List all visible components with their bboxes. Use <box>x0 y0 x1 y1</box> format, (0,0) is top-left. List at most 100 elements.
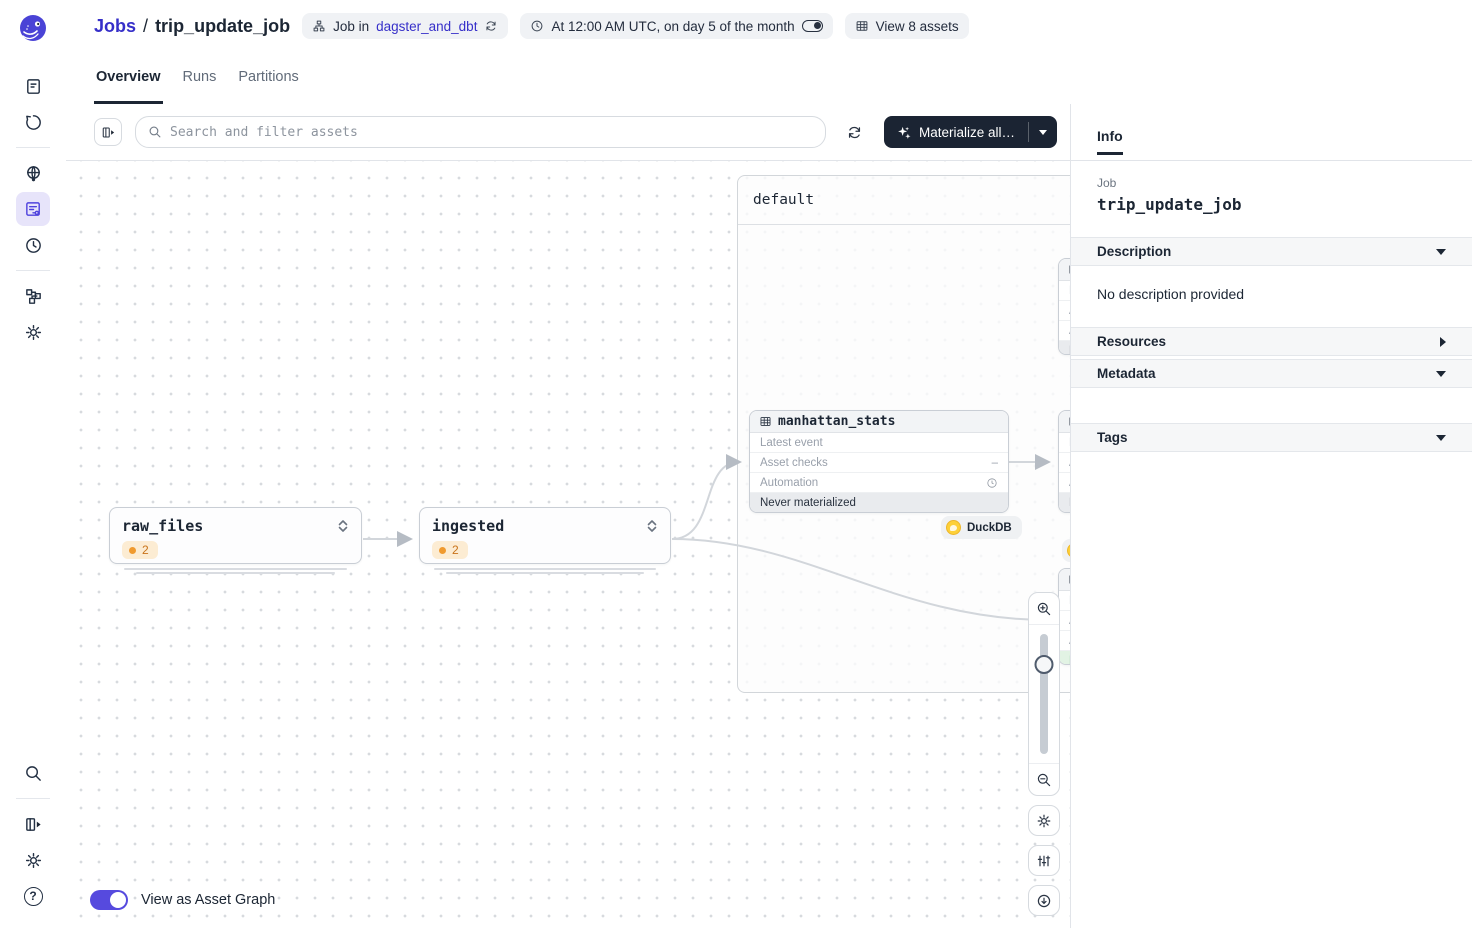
section-description[interactable]: Description <box>1071 237 1472 266</box>
job-kind-label: Job <box>1097 176 1117 190</box>
section-tags[interactable]: Tags <box>1071 423 1472 452</box>
info-panel: Info Job trip_update_job Description No … <box>1070 104 1472 928</box>
tab-runs[interactable]: Runs <box>182 69 217 85</box>
chevron-down-icon <box>1436 248 1446 255</box>
help-icon[interactable]: ? <box>16 879 50 913</box>
zoom-out-button[interactable] <box>1029 764 1059 795</box>
asset-node-title: manhattan_stats <box>778 414 896 429</box>
rail-divider <box>16 147 50 148</box>
table-icon <box>1068 573 1070 586</box>
stack-line <box>446 572 644 574</box>
status-dot-icon <box>129 546 136 554</box>
search-nav-icon[interactable] <box>16 756 50 790</box>
group-node-ingested[interactable]: ingested 2 <box>419 507 671 564</box>
zoom-slider[interactable] <box>1029 624 1059 764</box>
asset-node-partial-middle[interactable]: Latest event Asset checks Automation Nev… <box>1058 410 1070 513</box>
view-as-asset-graph-toggle[interactable] <box>90 890 128 910</box>
zoom-in-button[interactable] <box>1029 593 1059 624</box>
search-input[interactable] <box>170 124 813 140</box>
search-icon <box>148 125 162 139</box>
settings-nav-icon[interactable] <box>16 315 50 349</box>
asset-count-badge: 2 <box>432 541 468 559</box>
sparkle-icon <box>897 125 912 140</box>
chevron-down-icon <box>1039 129 1047 135</box>
preferences-gear-icon[interactable] <box>16 843 50 877</box>
materialize-all-label: Materialize all… <box>918 124 1015 140</box>
hierarchy-icon <box>312 19 326 33</box>
asset-search-box[interactable] <box>135 116 826 148</box>
breadcrumb-jobs-link[interactable]: Jobs <box>94 15 137 36</box>
job-summary: Job trip_update_job <box>1071 161 1472 237</box>
breadcrumb: Jobs / trip_update_job <box>94 16 290 37</box>
expand-collapse-icon[interactable] <box>646 519 658 533</box>
panel-right-icon <box>101 125 116 140</box>
asset-node-partial-top[interactable]: Latest event Asset checks Automation Nev… <box>1058 258 1070 355</box>
main-column: Jobs / trip_update_job Job in dagster_an… <box>66 0 1472 928</box>
asset-graph-canvas[interactable]: default <box>66 161 1070 928</box>
graph-toolbar: Materialize all… <box>66 104 1070 161</box>
section-metadata[interactable]: Metadata <box>1071 359 1472 388</box>
jobs-nav-icon[interactable] <box>16 192 50 226</box>
deployment-nav-icon[interactable] <box>16 156 50 190</box>
materialize-all-button[interactable]: Materialize all… <box>884 116 1028 148</box>
materialization-status: Never materialized <box>750 493 1008 512</box>
expand-collapse-icon[interactable] <box>337 519 349 533</box>
info-panel-header: Info <box>1071 104 1472 161</box>
button-divider <box>1028 122 1029 142</box>
table-icon <box>759 415 772 428</box>
materialize-split-button: Materialize all… <box>883 116 1057 148</box>
refresh-graph-button[interactable] <box>839 116 871 148</box>
collapse-sidebar-button[interactable] <box>94 118 122 146</box>
stack-line <box>136 572 335 574</box>
tab-bar: Overview Runs Partitions <box>66 52 1472 104</box>
runs-nav-icon[interactable] <box>16 105 50 139</box>
group-node-title: ingested <box>432 517 505 535</box>
refresh-icon <box>846 124 863 141</box>
view-assets-label: View 8 assets <box>875 18 959 34</box>
asset-count-badge: 2 <box>122 541 158 559</box>
view-assets-badge[interactable]: View 8 assets <box>844 13 969 39</box>
reload-icon[interactable] <box>484 19 498 33</box>
grid-icon <box>855 19 869 33</box>
materialize-dropdown-button[interactable] <box>1029 116 1057 148</box>
asset-checks-row: Asset checks– <box>750 453 1008 473</box>
asset-group-label: default <box>753 192 815 208</box>
asset-group-header[interactable]: default <box>738 176 1070 225</box>
graph-settings-button[interactable] <box>1028 805 1060 836</box>
latest-event-row: Latest event <box>750 433 1008 453</box>
clock-icon <box>986 477 998 489</box>
expand-panel-icon[interactable] <box>16 807 50 841</box>
schedule-badge[interactable]: At 12:00 AM UTC, on day 5 of the month <box>520 13 833 39</box>
schedules-nav-icon[interactable] <box>16 228 50 262</box>
graph-controls <box>1028 592 1060 916</box>
view-toggle-label: View as Asset Graph <box>141 892 276 908</box>
left-icon-rail: ? <box>0 0 66 928</box>
recenter-graph-button[interactable] <box>1028 885 1060 916</box>
code-location-link[interactable]: dagster_and_dbt <box>376 18 478 34</box>
group-node-raw-files[interactable]: raw_files 2 <box>109 507 362 564</box>
graph-filters-button[interactable] <box>1028 845 1060 876</box>
tab-overview[interactable]: Overview <box>94 52 163 104</box>
job-location-badge[interactable]: Job in dagster_and_dbt <box>302 13 509 39</box>
overview-nav-icon[interactable] <box>16 69 50 103</box>
job-name: trip_update_job <box>1097 195 1242 214</box>
dagster-logo-icon[interactable] <box>16 12 50 46</box>
page-title: trip_update_job <box>155 15 291 36</box>
lineage-nav-icon[interactable] <box>16 279 50 313</box>
table-icon <box>1068 415 1070 428</box>
tab-partitions[interactable]: Partitions <box>238 69 299 85</box>
zoom-slider-track[interactable] <box>1040 634 1048 754</box>
rail-divider <box>16 798 50 799</box>
section-resources[interactable]: Resources <box>1071 327 1472 356</box>
duckdb-icon <box>1067 543 1070 558</box>
schedule-toggle[interactable] <box>801 20 823 32</box>
rail-divider <box>16 270 50 271</box>
asset-node-manhattan-stats[interactable]: manhattan_stats Latest event Asset check… <box>749 410 1009 513</box>
zoom-slider-knob[interactable] <box>1034 655 1054 674</box>
group-node-title: raw_files <box>122 517 204 535</box>
zoom-out-icon <box>1036 772 1052 788</box>
info-tab[interactable]: Info <box>1097 128 1123 155</box>
zoom-panel <box>1028 592 1060 796</box>
status-dot-icon <box>439 546 446 554</box>
